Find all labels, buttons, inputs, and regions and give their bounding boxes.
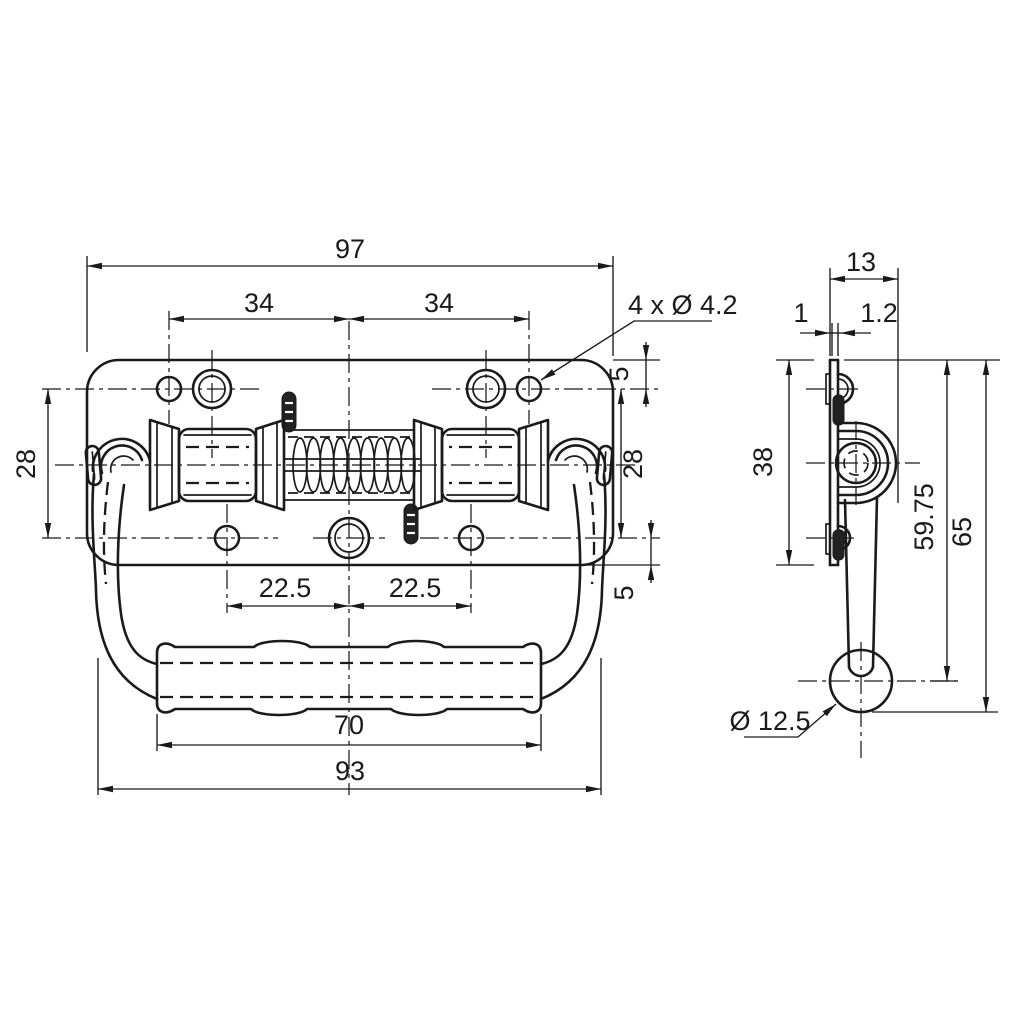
dim-row-spacing-left: 28: [11, 449, 41, 479]
dim-lower-pitch-right: 22.5: [389, 573, 442, 603]
dim-handle-width: 93: [335, 756, 365, 786]
grip-section-circle: [828, 648, 894, 714]
front-view: 97 34 34 4 x Ø 4.2 5 28 5: [11, 234, 738, 795]
rivet-top-left: [191, 368, 233, 410]
dim-overall-width: 97: [335, 234, 365, 264]
dim-emboss-offset: 1: [793, 298, 808, 328]
pivot-rod-end: [834, 441, 878, 485]
mounting-hole-top-left: [155, 375, 183, 403]
dim-row-spacing-right: 28: [618, 449, 648, 479]
mounting-hole-top-right: [515, 375, 543, 403]
dim-lower-pitch-left: 22.5: [259, 573, 312, 603]
spring-anchor-pin-lower: [403, 503, 419, 545]
housing-and-arm-right: [412, 418, 614, 701]
pin-edge-top: [832, 394, 845, 426]
side-pivot-loop: [834, 421, 898, 505]
dim-plate-height: 38: [748, 447, 778, 477]
mounting-hole-bottom-left: [213, 524, 241, 552]
dim-drop-to-grip-center: 59.75: [909, 483, 939, 551]
side-centerlines: [798, 388, 958, 758]
rivet-top-right: [465, 368, 507, 410]
bail-hook: [84, 437, 152, 487]
dim-edge-to-holes-top: 5: [604, 366, 634, 381]
dim-overall-height: 65: [947, 517, 977, 547]
front-dimensions: 97 34 34 4 x Ø 4.2 5 28 5: [11, 234, 738, 795]
handle-grip: [155, 639, 543, 717]
dim-grip-length: 70: [334, 710, 364, 740]
dim-depth: 13: [846, 247, 876, 277]
housing-and-arm-left: [84, 418, 286, 701]
side-view: 13 1 1.2 38 59.75 65 Ø 12.5: [729, 247, 1000, 758]
dim-edge-to-holes-bottom: 5: [609, 585, 639, 600]
dim-sheet-thickness: 1.2: [860, 298, 898, 328]
pin-edge-bottom: [832, 529, 845, 561]
side-handle-arm: [828, 495, 894, 714]
spring-housing: [281, 391, 421, 545]
center-rivet-bottom: [327, 516, 371, 560]
bail-arm: [91, 472, 159, 701]
dim-hole-callout: 4 x Ø 4.2: [628, 290, 738, 320]
hole-callout: 4 x Ø 4.2: [540, 290, 738, 381]
base-plate: [85, 358, 615, 567]
dim-hole-pitch-right: 34: [424, 288, 454, 318]
side-dimensions: 13 1 1.2 38 59.75 65 Ø 12.5: [729, 247, 1000, 738]
dim-grip-diameter: Ø 12.5: [729, 706, 810, 736]
spring-anchor-pin-upper: [281, 391, 297, 433]
grip-diameter-callout: Ø 12.5: [729, 703, 837, 738]
mounting-hole-bottom-right: [457, 524, 485, 552]
dim-hole-pitch-left: 34: [244, 288, 274, 318]
spring-coil: [292, 437, 416, 493]
